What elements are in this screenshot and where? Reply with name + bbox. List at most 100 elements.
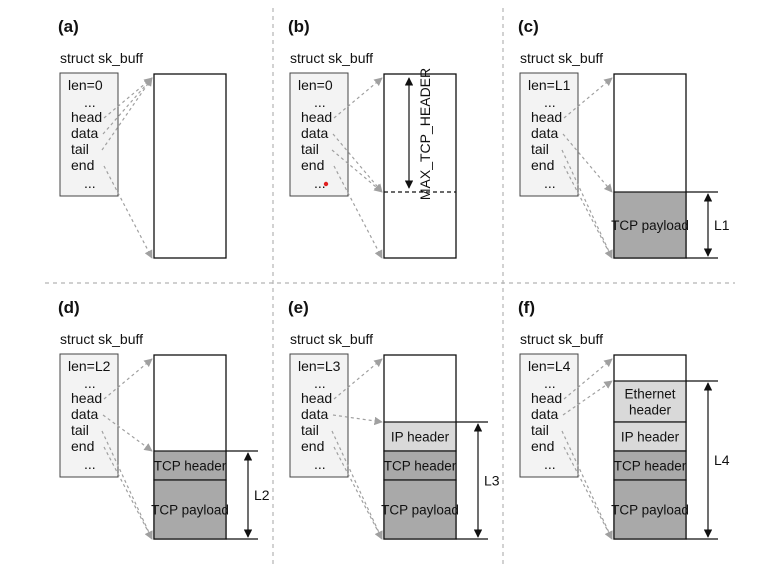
ellipsis-top: ... [84, 94, 96, 110]
data-pointer-arrow [102, 77, 153, 135]
end-pointer-arrow [103, 165, 153, 259]
ellipsis-top: ... [314, 375, 326, 391]
head-pointer-arrow [563, 77, 613, 119]
buffer-segment [153, 450, 227, 481]
red-dot [323, 181, 329, 187]
segment-label: TCP header [384, 459, 457, 474]
field-head: head [301, 109, 332, 125]
panel-b: (b)struct sk_bufflen=0...headdatatailend… [288, 17, 457, 259]
struct-title: struct sk_buff [290, 50, 373, 66]
buffer-segment [153, 479, 227, 540]
ellipsis-top: ... [544, 94, 556, 110]
segment-label: TCP header [154, 459, 227, 474]
end-pointer-arrow [333, 446, 383, 540]
tail-pointer-arrow [561, 430, 613, 540]
field-end: end [301, 157, 324, 173]
panel-e: (e)struct sk_bufflen=L3...headdatatailen… [288, 298, 500, 540]
ellipsis-bottom: ... [544, 175, 556, 191]
segment-label: TCP payload [151, 503, 229, 518]
struct-title: struct sk_buff [520, 331, 603, 347]
end-pointer-arrow [103, 446, 153, 540]
segment-label: TCP header [614, 459, 687, 474]
field-tail: tail [531, 422, 549, 438]
field-head: head [71, 109, 102, 125]
ellipsis-top: ... [314, 94, 326, 110]
head-pointer-arrow [103, 77, 153, 119]
panel-d: (d)struct sk_bufflen=L2...headdatatailen… [58, 298, 270, 540]
sk-buff-struct-box [59, 353, 119, 478]
segment-label: header [629, 403, 672, 418]
field-data: data [71, 125, 98, 141]
field-data: data [301, 125, 328, 141]
segment-label: TCP payload [611, 218, 689, 233]
field-head: head [301, 390, 332, 406]
tail-pointer-arrow [101, 77, 153, 151]
field-data: data [301, 406, 328, 422]
field-end: end [301, 438, 324, 454]
ellipsis-bottom: ... [84, 456, 96, 472]
data-pointer-arrow [332, 133, 383, 193]
segment-label: IP header [621, 430, 680, 445]
ellipsis-bottom: ... [544, 456, 556, 472]
panel-a: (a)struct sk_bufflen=0...headdatatailend… [58, 17, 227, 259]
buffer-segment [613, 421, 687, 452]
sk-buff-struct-box [519, 353, 579, 478]
dimension-label: L4 [714, 452, 730, 468]
field-tail: tail [71, 422, 89, 438]
head-pointer-arrow [103, 358, 153, 400]
tail-pointer-arrow [331, 430, 383, 540]
tail-pointer-arrow [101, 430, 153, 540]
field-end: end [71, 438, 94, 454]
head-pointer-arrow [333, 77, 383, 119]
field-end: end [71, 157, 94, 173]
dimension-label: L3 [484, 473, 500, 489]
data-pointer-arrow [562, 380, 613, 416]
panel-label: (d) [58, 298, 80, 317]
len-field: len=0 [298, 77, 333, 93]
data-pointer-arrow [562, 133, 613, 193]
field-tail: tail [531, 141, 549, 157]
field-data: data [531, 125, 558, 141]
field-end: end [531, 157, 554, 173]
panel-label: (e) [288, 298, 309, 317]
buffer-segment [383, 421, 457, 452]
sk-buff-struct-box [289, 353, 349, 478]
segment-label: Ethernet [624, 387, 675, 402]
ellipsis-top: ... [544, 375, 556, 391]
buffer-segment [383, 479, 457, 540]
ellipsis-bottom: ... [314, 175, 326, 191]
field-tail: tail [301, 422, 319, 438]
buffer-segment [383, 450, 457, 481]
segment-label: IP header [391, 430, 450, 445]
struct-title: struct sk_buff [60, 50, 143, 66]
len-field: len=L2 [68, 358, 111, 374]
field-data: data [531, 406, 558, 422]
panel-label: (f) [518, 298, 535, 317]
field-end: end [531, 438, 554, 454]
tail-pointer-arrow [331, 149, 383, 193]
field-head: head [71, 390, 102, 406]
dimension-label: L2 [254, 487, 270, 503]
ellipsis-bottom: ... [314, 456, 326, 472]
ellipsis-top: ... [84, 375, 96, 391]
data-pointer-arrow [332, 414, 383, 426]
field-head: head [531, 390, 562, 406]
reserve-label: MAX_TCP_HEADER [417, 68, 433, 200]
data-pointer-arrow [102, 414, 153, 452]
field-head: head [531, 109, 562, 125]
buffer-segment [613, 191, 687, 259]
segment-label: TCP payload [611, 503, 689, 518]
panel-label: (a) [58, 17, 79, 36]
panel-f: (f)struct sk_bufflen=L4...headdatatailen… [518, 298, 730, 540]
buffer-area [153, 73, 227, 259]
dimension-label: L1 [714, 217, 730, 233]
struct-title: struct sk_buff [520, 50, 603, 66]
tail-pointer-arrow [561, 149, 613, 259]
len-field: len=L1 [528, 77, 571, 93]
head-pointer-arrow [563, 358, 613, 400]
struct-title: struct sk_buff [290, 331, 373, 347]
end-pointer-arrow [333, 165, 383, 259]
sk-buff-struct-box [59, 72, 119, 197]
len-field: len=L4 [528, 358, 571, 374]
